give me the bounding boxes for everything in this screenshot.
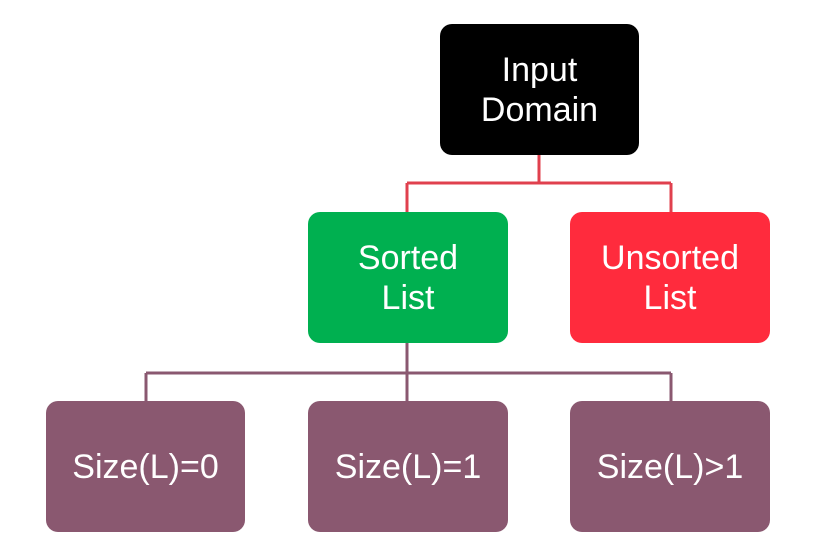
input-domain-label: Input Domain [480, 50, 599, 129]
root-connectors [405, 155, 673, 212]
size-one-node: Size(L)=1 [308, 401, 508, 532]
size-zero-node: Size(L)=0 [46, 401, 245, 532]
size-greater-than-one-node: Size(L)>1 [570, 401, 770, 532]
input-domain-node: Input Domain [440, 24, 639, 155]
unsorted-list-label: Unsorted List [601, 238, 739, 317]
size-zero-label: Size(L)=0 [72, 447, 219, 486]
sorted-connectors [144, 343, 673, 401]
size-one-label: Size(L)=1 [334, 447, 482, 486]
sorted-list-label: Sorted List [357, 238, 459, 317]
sorted-list-node: Sorted List [308, 212, 508, 343]
size-greater-than-one-label: Size(L)>1 [596, 447, 744, 486]
unsorted-list-node: Unsorted List [570, 212, 770, 343]
